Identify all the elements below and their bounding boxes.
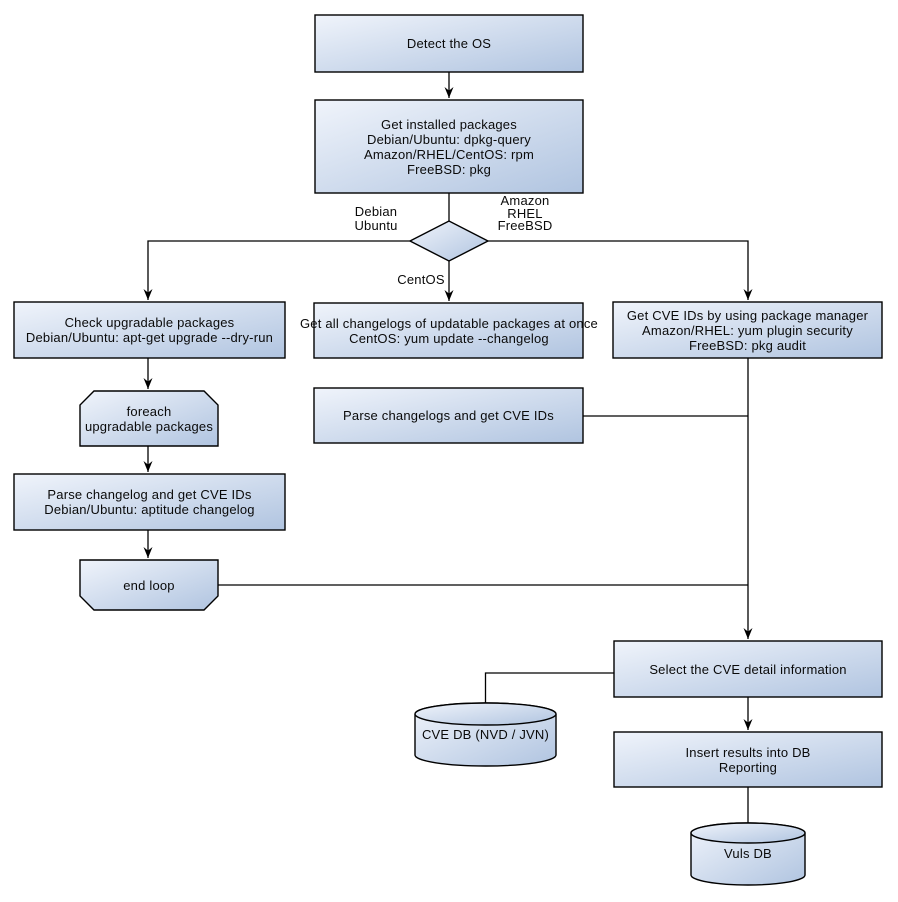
node-get-installed-shape bbox=[314, 99, 584, 194]
node-foreach-loop-label: foreach upgradable packages bbox=[84, 403, 214, 434]
node-get-cve-ids-shape bbox=[612, 301, 883, 359]
node-get-cve-ids-label: Get CVE IDs by using package manager Ama… bbox=[626, 307, 869, 353]
node-vuls-db-cylinder-top bbox=[690, 822, 806, 844]
node-cve-db-label: CVE DB (NVD / JVN) bbox=[421, 726, 550, 742]
node-check-upgradable-shape bbox=[13, 301, 286, 359]
node-get-installed-label: Get installed packages Debian/Ubuntu: dp… bbox=[363, 116, 535, 177]
node-end-loop-label: end loop bbox=[123, 577, 175, 593]
node-get-all-changelogs-shape bbox=[313, 302, 584, 359]
node-vuls-db-label: Vuls DB bbox=[724, 846, 772, 861]
edge-cve-db-to-select bbox=[484, 672, 614, 703]
node-parse-changelogs-mid-label: Parse changelogs and get CVE IDs bbox=[343, 408, 554, 423]
node-detect-os-label: Detect the OS bbox=[406, 36, 492, 51]
branch-label-centos: CentOS bbox=[397, 271, 445, 287]
node-insert-results-label: Insert results into DB Reporting bbox=[685, 744, 811, 775]
node-insert-results-shape bbox=[613, 731, 883, 788]
branch-label-amazon-rhel-freebsd: Amazon RHEL FreeBSD bbox=[497, 193, 553, 234]
node-parse-changelogs-mid-shape bbox=[313, 387, 584, 444]
node-parse-changelog-left-label: Parse changelog and get CVE IDs Debian/U… bbox=[44, 487, 255, 517]
branch-label-debian-ubuntu: Debian Ubuntu bbox=[354, 204, 398, 233]
node-detect-os-shape bbox=[314, 14, 584, 73]
edge-branch-to-get-cve-ids bbox=[488, 240, 753, 300]
node-parse-changelog-left-shape bbox=[13, 473, 286, 531]
node-os-branch-diamond bbox=[408, 220, 490, 262]
node-cve-db-cylinder-top bbox=[414, 702, 557, 726]
node-select-cve-detail-shape bbox=[613, 640, 883, 698]
node-get-all-changelogs-label: Get all changelogs of updatable packages… bbox=[300, 315, 598, 346]
node-check-upgradable-label: Check upgradable packages Debian/Ubuntu:… bbox=[25, 315, 274, 345]
node-foreach-loop-shape bbox=[79, 390, 219, 447]
edge-branch-to-check-upgradable bbox=[143, 240, 410, 300]
node-end-loop-shape bbox=[79, 559, 219, 611]
node-select-cve-detail-label: Select the CVE detail information bbox=[649, 661, 847, 677]
